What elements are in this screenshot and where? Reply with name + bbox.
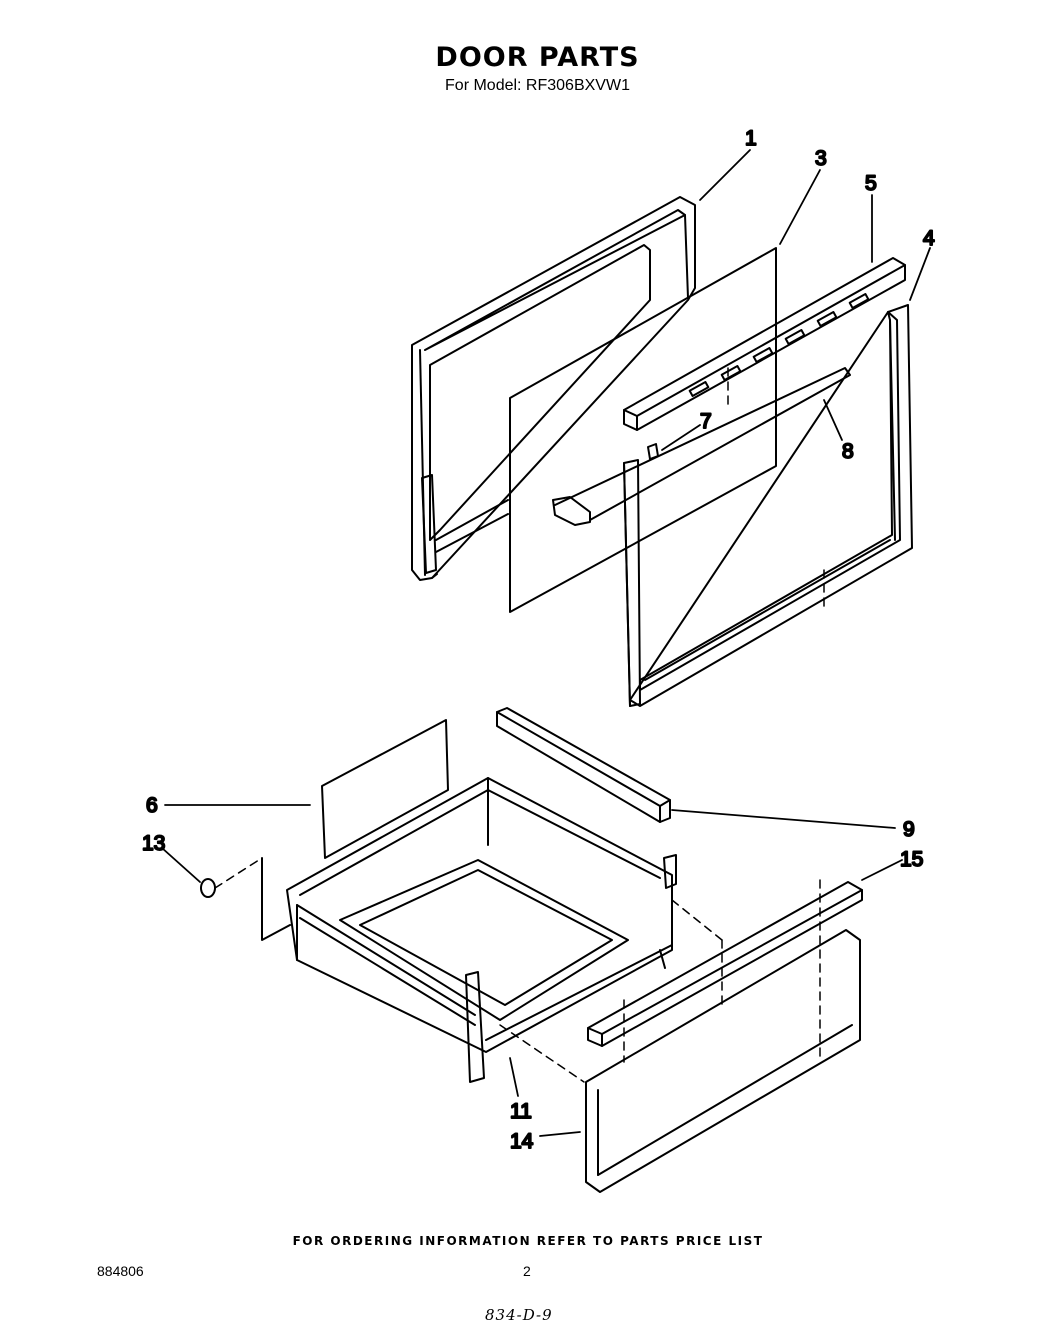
drawer-body: [286, 777, 677, 1083]
clip-part: [647, 443, 659, 460]
alignment-dashes: [214, 367, 825, 1083]
page-title: DOOR PARTS: [435, 42, 640, 73]
leader-lines: [161, 149, 931, 1137]
clip-part-13: [200, 857, 291, 941]
ordering-note: FOR ORDERING INFORMATION REFER TO PARTS …: [292, 1234, 764, 1248]
vent-trim: [623, 257, 906, 431]
page-number: 2: [523, 1263, 531, 1279]
callout-9: 9: [903, 818, 915, 841]
callout-3: 3: [815, 147, 827, 170]
callout-5: 5: [865, 172, 877, 195]
callout-15: 15: [900, 848, 923, 871]
callout-1: 1: [745, 127, 757, 150]
callout-13: 13: [142, 832, 165, 855]
callout-6: 6: [146, 794, 158, 817]
callout-11: 11: [510, 1100, 532, 1123]
drawer-front-panel: [585, 929, 861, 1193]
drawer-front-rail: [587, 881, 863, 1047]
handwritten-code: 834-D-9: [485, 1306, 553, 1324]
callout-4: 4: [923, 227, 935, 250]
drawer-rail: [496, 707, 671, 823]
model-subtitle: For Model: RF306BXVW1: [445, 77, 630, 94]
document-number: 884806: [97, 1263, 144, 1279]
door-inner-frame: [623, 304, 913, 707]
drawer-side-panel: [321, 719, 449, 859]
door-glass-panel: [509, 247, 777, 613]
callout-7: 7: [700, 410, 712, 433]
door-outer-frame: [411, 196, 696, 581]
callout-8: 8: [842, 440, 854, 463]
callout-14: 14: [510, 1130, 534, 1153]
